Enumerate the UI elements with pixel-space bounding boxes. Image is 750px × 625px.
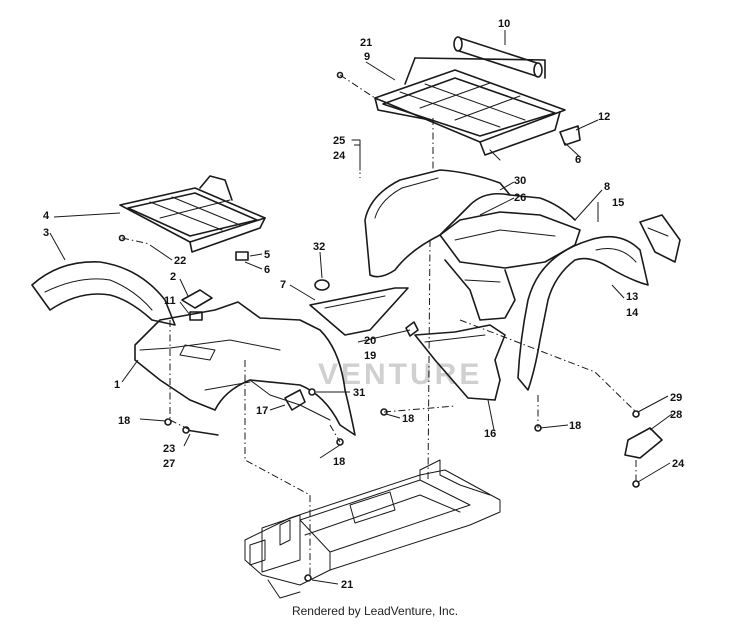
callout-4: 4 xyxy=(43,210,50,222)
callout-6: 6 xyxy=(575,154,581,166)
callout-7: 7 xyxy=(280,279,286,291)
callout-27: 27 xyxy=(163,458,175,470)
lower-side-panel xyxy=(414,324,506,401)
callout-1: 1 xyxy=(114,379,120,391)
credit-text: Rendered by LeadVenture, Inc. xyxy=(291,604,459,618)
callout-31: 31 xyxy=(353,387,365,399)
callout-28: 28 xyxy=(670,409,682,421)
callout-30: 30 xyxy=(514,175,526,187)
callout-18: 18 xyxy=(402,413,414,425)
callout-16: 16 xyxy=(484,428,496,440)
callout-labels: 10 21 9 12 6 25 24 30 26 8 15 4 3 22 5 6… xyxy=(43,18,685,591)
assembly-lines xyxy=(121,74,637,575)
callout-3: 3 xyxy=(43,227,49,239)
callout-32: 32 xyxy=(313,241,325,253)
rear-fender xyxy=(364,169,581,321)
callout-11: 11 xyxy=(164,295,176,307)
callout-21: 21 xyxy=(360,37,372,49)
body-panel xyxy=(134,301,356,436)
callout-23: 23 xyxy=(163,443,175,455)
callout-19: 19 xyxy=(364,350,376,362)
callout-21: 21 xyxy=(341,579,353,591)
callout-18: 18 xyxy=(333,456,345,468)
front-fender xyxy=(31,261,176,326)
callout-12: 12 xyxy=(598,111,610,123)
callout-15: 15 xyxy=(612,197,624,209)
callout-14: 14 xyxy=(626,307,639,319)
rear-rack xyxy=(374,57,566,161)
callout-20: 20 xyxy=(364,335,376,347)
frame xyxy=(244,459,501,599)
callout-18: 18 xyxy=(569,420,581,432)
callout-29: 29 xyxy=(670,392,682,404)
front-rack xyxy=(119,175,266,253)
callout-18: 18 xyxy=(118,415,130,427)
mud-flap xyxy=(639,214,681,263)
right-fender-flare xyxy=(517,235,649,391)
callout-22: 22 xyxy=(174,255,186,267)
callout-6: 6 xyxy=(264,264,270,276)
callout-24: 24 xyxy=(333,150,346,162)
callout-5: 5 xyxy=(264,249,270,261)
callout-9: 9 xyxy=(364,51,370,63)
callout-10: 10 xyxy=(498,18,510,30)
callout-26: 26 xyxy=(514,192,526,204)
grab-bar-pad xyxy=(453,36,543,78)
side-panel xyxy=(309,287,409,336)
callout-8: 8 xyxy=(604,181,610,193)
callout-2: 2 xyxy=(170,271,176,283)
leader-lines xyxy=(49,30,673,585)
callout-25: 25 xyxy=(333,135,345,147)
callout-13: 13 xyxy=(626,291,638,303)
small-parts xyxy=(118,71,663,582)
callout-17: 17 xyxy=(256,405,268,417)
callout-24: 24 xyxy=(672,458,685,470)
